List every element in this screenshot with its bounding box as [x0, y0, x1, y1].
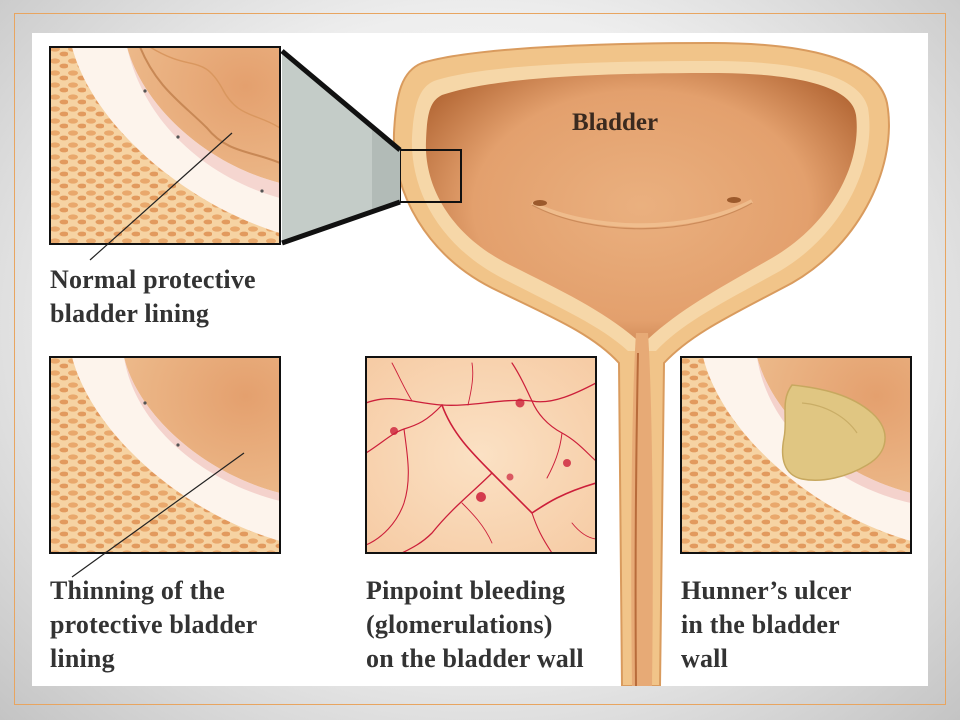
pointer-line-thinning	[71, 452, 245, 578]
bladder-illustration	[392, 41, 890, 686]
caption-line: Pinpoint bleeding	[366, 576, 566, 605]
caption-line: on the bladder wall	[366, 644, 584, 673]
caption-line: bladder lining	[50, 299, 210, 328]
caption-line: in the bladder	[681, 610, 840, 639]
pointer-line-normal	[89, 132, 233, 261]
callout-wedge	[282, 51, 400, 243]
caption-line: wall	[681, 644, 729, 673]
caption-thinning: Thinning of the protective bladder linin…	[50, 574, 257, 676]
caption-line: protective bladder	[50, 610, 258, 639]
ulcer-lesion	[781, 384, 886, 481]
caption-bleeding: Pinpoint bleeding (glomerulations) on th…	[366, 574, 584, 676]
caption-normal: Normal protective bladder lining	[50, 263, 256, 331]
bladder-label: Bladder	[572, 109, 659, 136]
panel-bleeding	[365, 356, 597, 554]
caption-line: (glomerulations)	[366, 610, 553, 639]
slide-frame	[14, 13, 946, 705]
panel-thinning	[49, 356, 281, 578]
caption-line: Normal protective	[50, 265, 256, 294]
caption-ulcer: Hunner’s ulcer in the bladder wall	[681, 574, 852, 676]
slide: Bladder Normal protective bladder lining…	[32, 33, 928, 686]
caption-line: Thinning of the	[50, 576, 225, 605]
caption-line: Hunner’s ulcer	[681, 576, 852, 605]
panel-normal	[49, 46, 281, 261]
caption-line: lining	[50, 644, 115, 673]
panel-ulcer	[680, 356, 912, 554]
bladder-diagram	[49, 41, 912, 686]
